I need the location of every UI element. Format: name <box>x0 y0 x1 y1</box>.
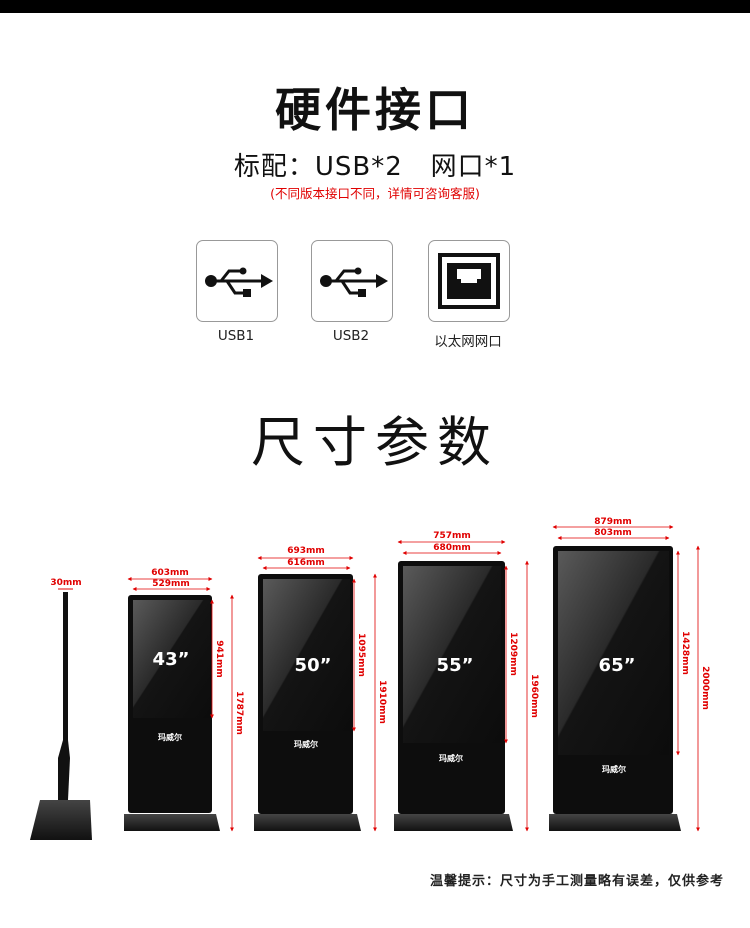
port-label-usb2: USB2 <box>332 328 370 344</box>
size-label-50: 50” <box>295 655 332 676</box>
outer-width-43: 603mm <box>151 568 189 578</box>
screen-width-43: 529mm <box>152 579 190 589</box>
kiosk-65: 65” 玛威尔 879mm 803mm 1428mm 2000mm <box>549 517 710 832</box>
ethernet-port-card <box>428 240 510 322</box>
dimension-diagram: 30mm 43” 玛威尔 603mm 529mm 941mm 1787mm 50… <box>30 517 710 840</box>
total-height-43: 1787mm <box>234 691 244 735</box>
total-height-55: 1960mm <box>529 674 539 718</box>
total-height-50: 1910mm <box>377 680 387 724</box>
usb-icon <box>205 267 273 297</box>
usb-icon <box>320 267 388 297</box>
brand-label-50: 玛威尔 <box>294 739 318 749</box>
screen-width-50: 616mm <box>287 558 325 568</box>
side-view-device: 30mm <box>30 578 92 840</box>
side-thickness-label: 30mm <box>50 578 81 588</box>
kiosk-55: 55” 玛威尔 757mm 680mm 1209mm 1960mm <box>394 531 539 832</box>
size-label-43: 43” <box>153 649 190 670</box>
standard-config-line: 标配：USB*2 网口*1 <box>233 152 517 182</box>
outer-width-55: 757mm <box>433 531 471 541</box>
screen-width-65: 803mm <box>594 528 632 538</box>
size-title: 尺寸参数 <box>251 411 499 474</box>
measurement-tip: 温馨提示：尺寸为手工测量略有误差，仅供参考 <box>429 874 724 889</box>
screen-height-55: 1209mm <box>508 632 518 676</box>
hardware-title: 硬件接口 <box>275 83 475 137</box>
brand-label-43: 玛威尔 <box>158 732 182 742</box>
total-height-65: 2000mm <box>700 666 710 710</box>
screen-height-43: 941mm <box>214 640 224 678</box>
brand-label-55: 玛威尔 <box>439 753 463 763</box>
kiosk-50: 50” 玛威尔 693mm 616mm 1095mm 1910mm <box>254 546 387 832</box>
size-label-55: 55” <box>437 655 474 676</box>
top-bar <box>0 0 750 13</box>
brand-label-65: 玛威尔 <box>602 764 626 774</box>
screen-width-55: 680mm <box>433 543 471 553</box>
port-label-usb1: USB1 <box>217 328 255 344</box>
kiosk-43: 43” 玛威尔 603mm 529mm 941mm 1787mm <box>124 568 244 832</box>
size-label-65: 65” <box>599 655 636 676</box>
port-label-ethernet: 以太网网口 <box>434 334 502 350</box>
screen-height-50: 1095mm <box>356 633 366 677</box>
screen-height-65: 1428mm <box>680 631 690 675</box>
version-note: (不同版本接口不同，详情可咨询客服) <box>270 186 480 201</box>
outer-width-65: 879mm <box>594 517 632 527</box>
outer-width-50: 693mm <box>287 546 325 556</box>
usb1-port-card <box>196 240 278 322</box>
usb2-port-card <box>311 240 393 322</box>
ethernet-port-icon <box>438 253 500 309</box>
